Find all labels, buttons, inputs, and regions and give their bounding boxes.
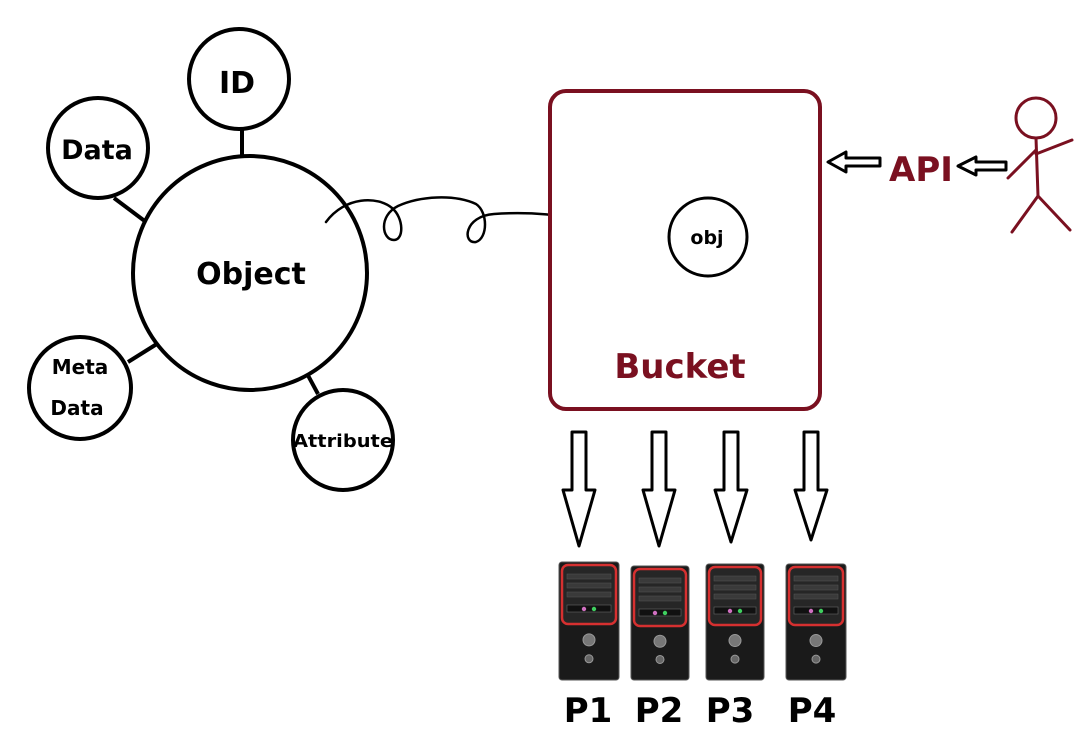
server-label-p3: P3 — [706, 691, 755, 731]
object-node: Object — [131, 154, 369, 392]
bucket-label: Bucket — [614, 347, 745, 387]
user-stick-figure-icon — [1006, 96, 1074, 234]
object-label: Object — [196, 257, 306, 292]
api-group: API — [826, 150, 1008, 190]
server-towers — [558, 561, 847, 681]
attribute-label: Attribute — [293, 431, 393, 452]
data-node: Data — [46, 96, 150, 200]
bucket-obj-label: obj — [690, 227, 723, 249]
bucket: obj Bucket — [548, 89, 822, 411]
server-label-p4: P4 — [788, 691, 837, 731]
api-label: API — [889, 150, 953, 190]
down-arrow-4 — [793, 430, 829, 542]
metadata-label-line1: Meta — [52, 355, 109, 379]
attribute-node: Attribute — [291, 388, 395, 492]
bucket-obj-circle — [667, 196, 749, 278]
object-circle — [131, 154, 369, 392]
down-arrow-3 — [713, 430, 749, 544]
id-circle — [187, 27, 291, 131]
server-label-p2: P2 — [635, 691, 684, 731]
server-icon-p2 — [630, 565, 690, 681]
server-icon-p4 — [785, 563, 847, 681]
data-label: Data — [61, 135, 133, 166]
id-label: ID — [219, 66, 255, 101]
id-node: ID — [187, 27, 291, 131]
attribute-circle — [291, 388, 395, 492]
metadata-node: Meta Data — [27, 335, 133, 441]
server-icon-p1 — [558, 561, 620, 681]
bucket-to-server-arrows — [561, 430, 829, 548]
user-to-api-arrow — [956, 155, 1008, 177]
down-arrow-1 — [561, 430, 597, 548]
server-labels: P1 P2 P3 P4 — [564, 691, 837, 731]
down-arrow-2 — [641, 430, 677, 548]
server-icon-p3 — [705, 563, 765, 681]
metadata-circle — [27, 335, 133, 441]
server-label-p1: P1 — [564, 691, 613, 731]
metadata-label-line2: Data — [50, 396, 103, 420]
api-to-bucket-arrow — [826, 150, 882, 174]
data-circle — [46, 96, 150, 200]
squiggle-path — [324, 196, 658, 244]
